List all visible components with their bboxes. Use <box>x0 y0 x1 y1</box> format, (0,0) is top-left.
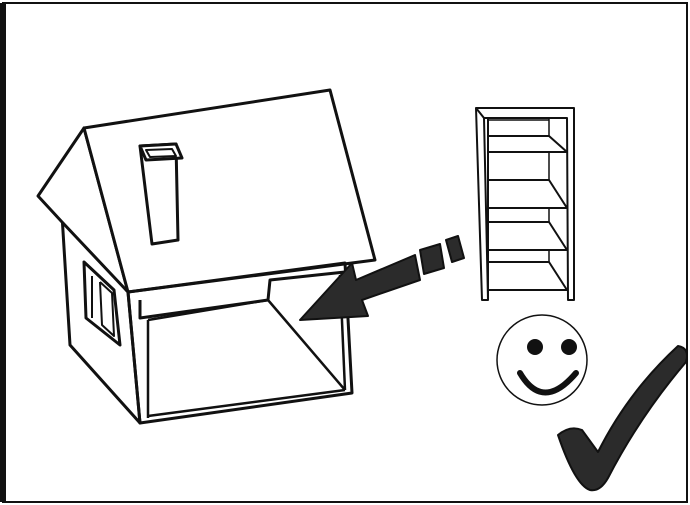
arrow-body <box>299 254 421 321</box>
shelf-icon <box>475 107 575 301</box>
arrow-segment-2 <box>445 235 465 263</box>
house-front-opening <box>126 261 354 425</box>
house-window-pane <box>99 281 115 337</box>
arrow-icon <box>299 235 465 321</box>
house-floor-back <box>147 298 269 322</box>
checkmark-icon <box>557 345 688 492</box>
shelf-boards <box>487 135 568 291</box>
house-roof <box>82 88 377 294</box>
house-icon <box>36 88 377 425</box>
shelf-frame <box>475 107 575 301</box>
smiley-face-icon <box>496 314 588 406</box>
shelf-top-edge <box>475 107 485 119</box>
arrow-segment-1 <box>419 243 445 275</box>
house-floor-front <box>147 388 346 418</box>
smiley-left-eye <box>527 339 543 355</box>
smiley-mouth <box>517 370 579 396</box>
house-floor-diagonal <box>267 299 346 391</box>
smiley-right-eye <box>561 339 577 355</box>
chimney-opening <box>145 148 177 158</box>
